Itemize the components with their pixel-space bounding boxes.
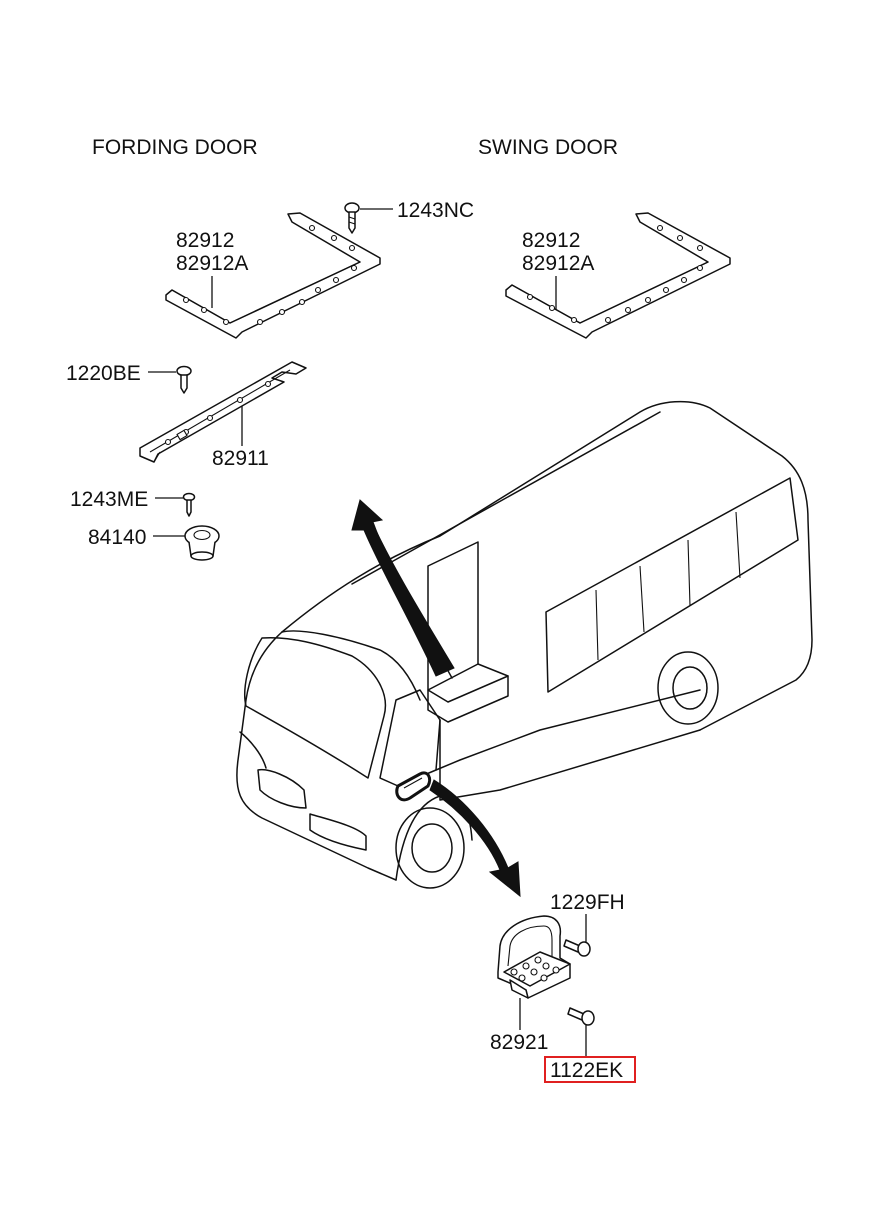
label-82912a-right[interactable]: 82912A [522,252,594,275]
highlight-box-1122ek [544,1056,636,1083]
arrow-to-step [429,779,521,898]
plate-82911[interactable] [139,361,307,463]
label-1122ek[interactable]: 1122EK [550,1059,623,1082]
label-82912a-left[interactable]: 82912A [176,252,248,275]
grommet-84140[interactable] [184,525,220,561]
fording-door-header: FORDING DOOR [92,136,258,159]
screw-1243me[interactable] [182,492,196,517]
screw-1220be[interactable] [176,365,192,394]
label-84140[interactable]: 84140 [88,526,146,549]
label-1229fh[interactable]: 1229FH [550,891,625,914]
screw-1243nc[interactable] [344,202,360,234]
label-1220be[interactable]: 1220BE [66,362,141,385]
seal-strip-left[interactable] [165,212,381,339]
van-illustration [236,400,813,889]
label-1243me[interactable]: 1243ME [70,488,148,511]
bolt-1229fh[interactable] [563,939,591,957]
seal-strip-right[interactable] [505,212,731,339]
label-82921[interactable]: 82921 [490,1031,548,1054]
swing-door-header: SWING DOOR [478,136,618,159]
bolt-1122ek[interactable] [567,1007,595,1026]
label-82912-right[interactable]: 82912 [522,229,580,252]
label-1243nc[interactable]: 1243NC [397,199,474,222]
label-82912-left[interactable]: 82912 [176,229,234,252]
label-82911[interactable]: 82911 [212,447,269,470]
arrow-to-top [351,499,455,679]
step-bracket-82921[interactable] [497,915,571,999]
